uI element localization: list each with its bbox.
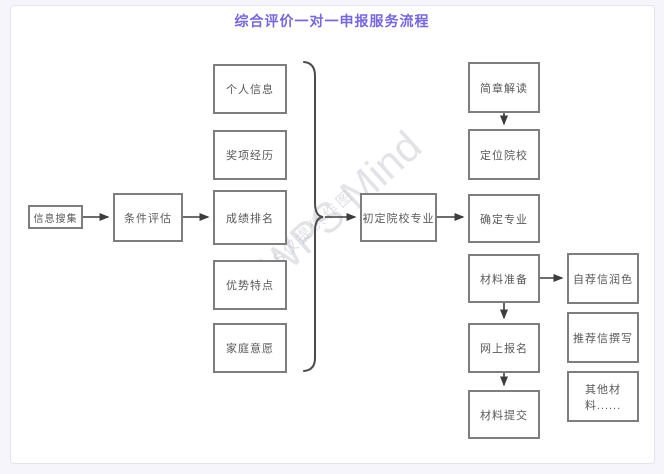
node-info-gathering: 信息搜集 [28,205,83,229]
node-grade-ranking: 成绩排名 [213,190,287,245]
node-brochure-interpretation: 简章解读 [468,62,540,113]
node-strength-traits: 优势特点 [213,260,287,310]
node-self-recommendation-polish: 自荐信润色 [567,253,639,304]
node-material-submission: 材料提交 [468,390,540,439]
diagram-panel [10,5,655,464]
node-other-materials: 其他材料...... [567,371,639,422]
node-confirm-major: 确定专业 [468,194,540,243]
node-family-wishes: 家庭意愿 [213,323,287,373]
node-preliminary-school-major: 初定院校专业 [360,193,437,242]
node-condition-assessment: 条件评估 [113,193,183,242]
node-awards-experience: 奖项经历 [213,130,287,180]
node-online-registration: 网上报名 [468,323,540,373]
node-recommendation-letter-write: 推荐信撰写 [567,312,639,363]
page-title: 综合评价一对一申报服务流程 [234,13,430,29]
node-material-preparation: 材料准备 [468,254,540,303]
node-position-schools: 定位院校 [468,129,540,180]
node-personal-info: 个人信息 [213,64,287,114]
